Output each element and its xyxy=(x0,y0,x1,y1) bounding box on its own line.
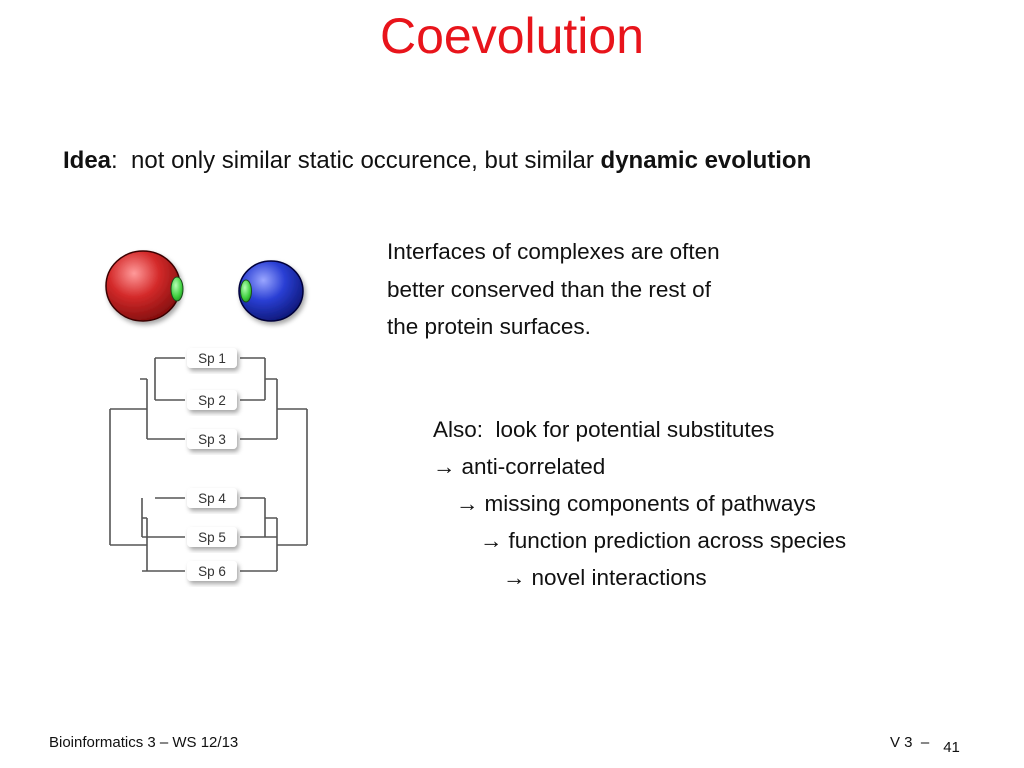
species-label-box xyxy=(187,429,237,449)
interface-patch-icon xyxy=(170,276,184,302)
species-label-box xyxy=(187,488,237,508)
right-arrow-icon: → xyxy=(433,454,456,479)
species-label: Sp 1 xyxy=(198,351,226,366)
paragraph-line: the protein surfaces. xyxy=(387,314,591,339)
right-arrow-icon: → xyxy=(480,528,503,553)
step-text: function prediction across species xyxy=(508,528,847,553)
idea-text: not only similar static occurence, but s… xyxy=(117,147,601,174)
step-line: →anti-correlated xyxy=(433,448,846,485)
step-line: →missing components of pathways xyxy=(433,485,846,522)
idea-emphasis: dynamic evolution xyxy=(600,147,812,174)
step-line: →novel interactions xyxy=(433,559,846,596)
blue-protein-icon xyxy=(238,260,304,322)
idea-sep: : xyxy=(111,147,118,174)
coevolution-figure: Sp 1 Sp 2 Sp 3 Sp 4 Sp 5 Sp 6 xyxy=(105,250,308,581)
right-arrow-icon: → xyxy=(456,491,479,516)
idea-line: Idea: not only similar static occurence,… xyxy=(63,145,811,177)
page-number: 41 xyxy=(943,739,960,756)
phylogenetic-trees xyxy=(109,357,308,572)
slide-title: Coevolution xyxy=(379,8,645,64)
step-text: missing components of pathways xyxy=(484,491,816,516)
species-label-box xyxy=(187,561,237,581)
interfaces-paragraph: Interfaces of complexes are often better… xyxy=(387,233,720,346)
step-line: →function prediction across species xyxy=(433,522,846,559)
species-label: Sp 6 xyxy=(198,564,226,579)
red-protein-icon xyxy=(105,250,181,322)
paragraph-line: Interfaces of complexes are often xyxy=(387,239,720,264)
footer-lecture-text: V 3 – xyxy=(890,734,930,751)
right-arrow-icon: → xyxy=(503,565,526,590)
step-text: novel interactions xyxy=(531,565,707,590)
substitutes-intro: Also: look for potential substitutes xyxy=(433,417,775,442)
species-label-box xyxy=(187,348,237,368)
paragraph-line: better conserved than the rest of xyxy=(387,276,711,302)
species-label-box xyxy=(187,527,237,547)
idea-label: Idea xyxy=(63,147,112,174)
footer-lecture: V 3 – 41 xyxy=(890,733,960,756)
interface-patch-icon xyxy=(240,279,252,303)
species-label-box xyxy=(187,390,237,410)
species-label: Sp 2 xyxy=(198,393,226,408)
species-label: Sp 5 xyxy=(198,530,226,545)
footer-course: Bioinformatics 3 – WS 12/13 xyxy=(49,734,239,751)
species-labels: Sp 1 Sp 2 Sp 3 Sp 4 Sp 5 Sp 6 xyxy=(187,348,237,581)
substitutes-paragraph: Also: look for potential substitutes →an… xyxy=(433,411,846,596)
species-label: Sp 4 xyxy=(198,491,226,506)
step-text: anti-correlated xyxy=(461,454,606,479)
species-label: Sp 3 xyxy=(198,432,226,447)
